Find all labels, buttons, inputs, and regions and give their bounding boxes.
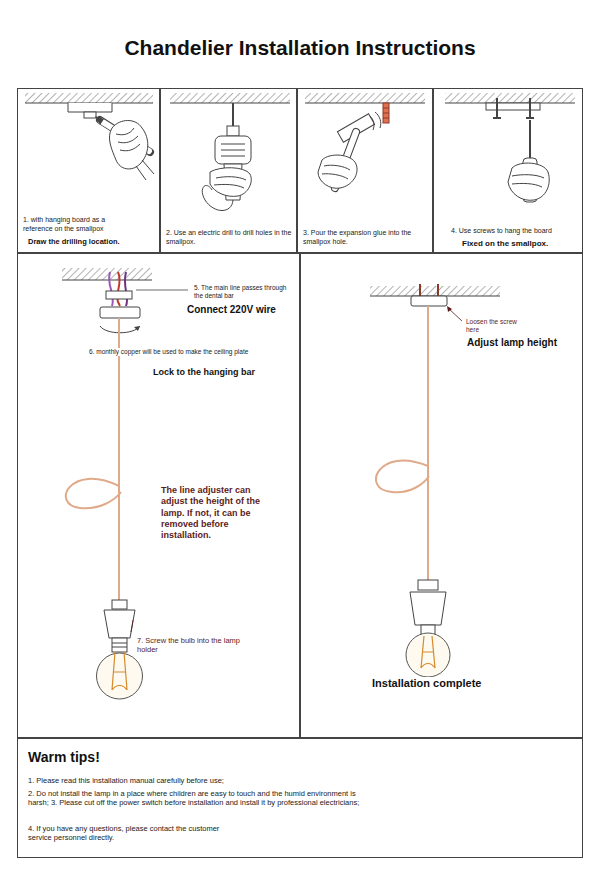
step-caption: 2. Use an electric drill to drill holes … xyxy=(166,229,294,247)
step-caption: 1. with hanging board as a reference on … xyxy=(23,216,131,234)
step1-figure xyxy=(25,93,154,180)
step-heading: Draw the drilling location. xyxy=(28,237,156,246)
tips-panel: Warm tips! 1. Please read this installati… xyxy=(17,738,583,858)
step-panel: 1. with hanging board as a reference on … xyxy=(17,88,160,253)
step-caption: 4. Use screws to hang the board xyxy=(451,227,581,236)
step-caption: 6. monthly copper will be used to make t… xyxy=(89,348,261,356)
adjuster-note: The line adjuster can adjust the height … xyxy=(161,485,279,541)
step-caption: 5. The main line passes through the dent… xyxy=(194,284,294,300)
step-heading: Connect 220V wire xyxy=(187,304,297,317)
step-caption: 7. Screw the bulb into the lamp holder xyxy=(137,636,257,655)
callout-label: Loosen the screw here xyxy=(466,318,528,334)
tips-heading: Warm tips! xyxy=(28,749,228,767)
step-heading: Fixed on the smallpox. xyxy=(462,239,580,249)
page-title: Chandelier Installation Instructions xyxy=(0,36,600,60)
tip-item: 4. If you have any questions, please con… xyxy=(28,824,233,843)
result-panel: Loosen the screw hereAdjust lamp heightI… xyxy=(300,253,583,738)
tip-item: 2. Do not install the lamp in a place wh… xyxy=(28,789,363,808)
step4-figure xyxy=(445,93,575,202)
step2-figure xyxy=(170,93,290,211)
wiring-panel: 5. The main line passes through the dent… xyxy=(17,253,300,738)
step-panel: 3. Pour the expansion glue into the smal… xyxy=(297,88,433,253)
step3-figure xyxy=(305,93,425,188)
step-caption: 3. Pour the expansion glue into the smal… xyxy=(303,229,429,247)
tip-item: 1. Please read this installation manual … xyxy=(28,776,568,785)
step-panel: 4. Use screws to hang the boardFixed on … xyxy=(433,88,583,253)
step-heading: Lock to the hanging bar xyxy=(153,367,295,378)
step-heading: Adjust lamp height xyxy=(467,337,579,350)
wiring-figure xyxy=(62,268,188,699)
step-panel: 2. Use an electric drill to drill holes … xyxy=(160,88,297,253)
result-heading: Installation complete xyxy=(372,677,522,691)
